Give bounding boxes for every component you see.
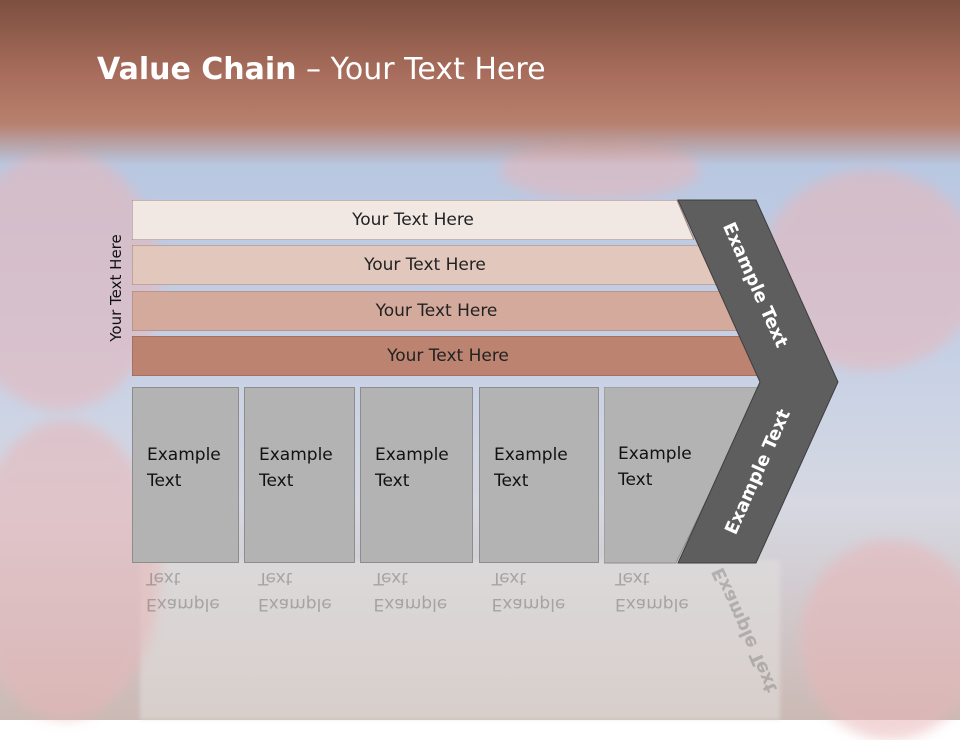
band-4-label: Your Text Here xyxy=(387,346,509,366)
side-label: Your Text Here xyxy=(107,234,125,342)
blossom-cluster xyxy=(800,540,960,740)
box-line2: Text xyxy=(618,470,653,490)
activity-box: Example Text xyxy=(360,387,473,563)
box-line2: Text xyxy=(494,471,529,491)
band-2-label: Your Text Here xyxy=(364,255,486,275)
page-title: Value Chain – Your Text Here xyxy=(97,52,546,87)
band-4: Your Text Here xyxy=(132,336,764,376)
box-line1: Example xyxy=(618,444,692,464)
castle-silhouette xyxy=(140,560,780,720)
box-line1: Example xyxy=(147,445,221,465)
band-1: Your Text Here xyxy=(132,200,694,240)
activity-box: Example Text xyxy=(132,387,239,563)
box-line2: Text xyxy=(147,471,182,491)
box-line2: Text xyxy=(375,471,410,491)
last-box-shape xyxy=(604,387,762,564)
value-chevron xyxy=(677,199,839,564)
band-2: Your Text Here xyxy=(132,245,718,285)
box-line1: Example xyxy=(259,445,333,465)
activity-box: Example Text xyxy=(604,387,714,563)
box-line1: Example xyxy=(494,445,568,465)
box-line2: Text xyxy=(259,471,294,491)
band-3: Your Text Here xyxy=(132,291,741,331)
band-3-label: Your Text Here xyxy=(375,301,498,321)
activity-box: Example Text xyxy=(244,387,355,563)
title-bar xyxy=(0,0,960,165)
box-line1: Example xyxy=(375,445,449,465)
band-1-label: Your Text Here xyxy=(352,210,474,230)
activity-box: Example Text xyxy=(479,387,599,563)
